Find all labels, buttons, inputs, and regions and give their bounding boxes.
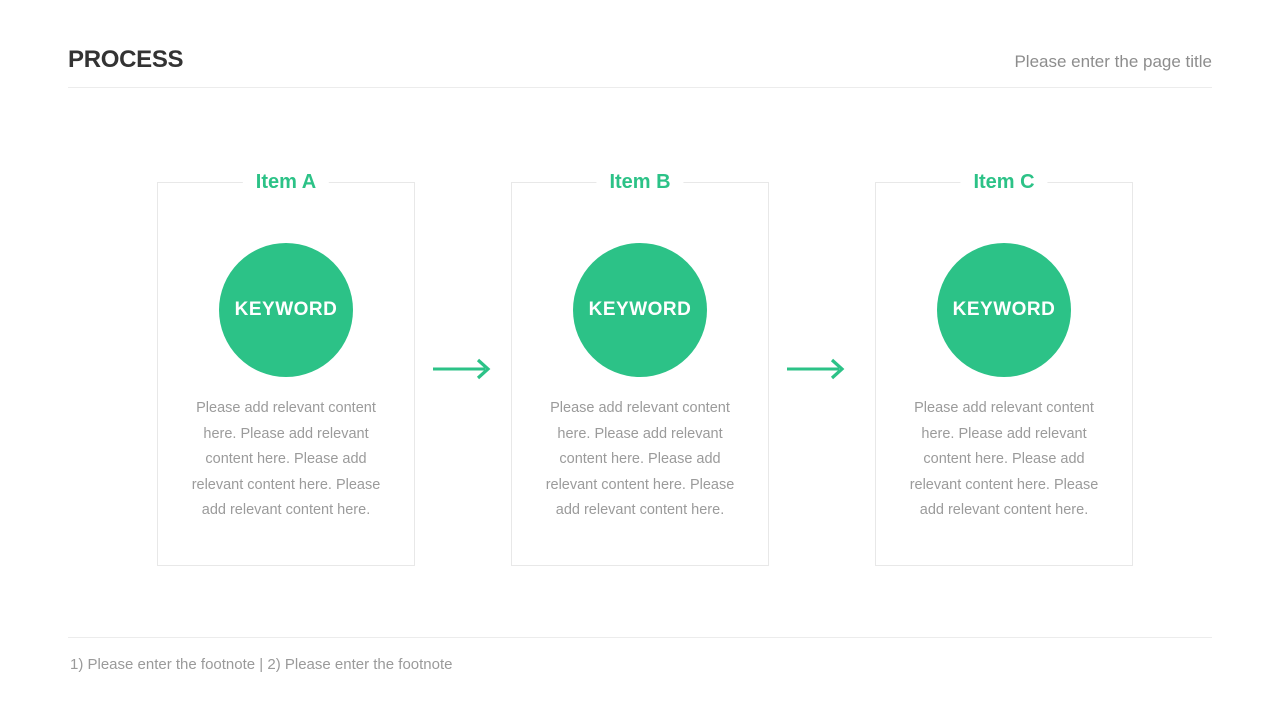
process-card-c: Item C KEYWORD Please add relevant conte… bbox=[875, 171, 1133, 566]
card-title: Item B bbox=[596, 171, 684, 194]
card-title: Item A bbox=[242, 171, 330, 194]
card-title: Item C bbox=[960, 171, 1048, 194]
keyword-circle: KEYWORD bbox=[573, 243, 707, 377]
arrow-right-icon bbox=[787, 358, 845, 380]
keyword-label: KEYWORD bbox=[588, 299, 692, 320]
card-description: Please add relevant content here. Please… bbox=[909, 400, 1099, 518]
process-card-b: Item B KEYWORD Please add relevant conte… bbox=[511, 171, 769, 566]
keyword-circle: KEYWORD bbox=[219, 243, 353, 377]
footer-divider bbox=[68, 637, 1212, 638]
card-description: Please add relevant content here. Please… bbox=[191, 400, 381, 518]
header-divider bbox=[68, 87, 1212, 88]
slide-title: PROCESS bbox=[68, 46, 184, 73]
process-card-a: Item A KEYWORD Please add relevant conte… bbox=[157, 171, 415, 566]
keyword-label: KEYWORD bbox=[952, 299, 1056, 320]
keyword-label: KEYWORD bbox=[234, 299, 338, 320]
page-title-placeholder: Please enter the page title bbox=[1014, 52, 1212, 71]
keyword-circle: KEYWORD bbox=[937, 243, 1071, 377]
card-description: Please add relevant content here. Please… bbox=[545, 400, 735, 518]
footnote: 1) Please enter the footnote | 2) Please… bbox=[70, 656, 453, 673]
arrow-right-icon bbox=[433, 358, 491, 380]
